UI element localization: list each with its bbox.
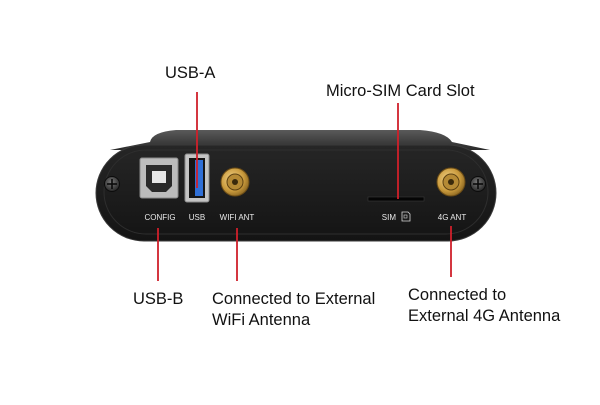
sma-connector-icon [220,167,250,197]
callout-4g-line2: External 4G Antenna [408,307,561,325]
sim-card-icon [401,211,411,222]
screw-icon [470,176,486,192]
sim-slot [367,196,425,202]
port-label-sim: SIM [382,213,397,222]
callout-usb-a: USB-A [165,64,216,82]
callout-usb-b: USB-B [133,290,184,308]
screw-icon [104,176,120,192]
usb-b-port-icon [139,157,179,199]
usb-a-port-icon [184,153,210,203]
callout-4g-line1: Connected to [408,286,507,304]
callout-micro-sim: Micro-SIM Card Slot [326,82,475,100]
port-label-usb: USB [189,213,205,222]
callout-wifi-line2: WiFi Antenna [212,311,311,329]
sma-connector-icon [436,167,466,197]
port-label-wifi-ant: WIFI ANT [220,213,255,222]
callout-wifi-line1: Connected to External [212,290,376,308]
port-label-4g-ant: 4G ANT [438,213,467,222]
port-label-config: CONFIG [144,213,175,222]
